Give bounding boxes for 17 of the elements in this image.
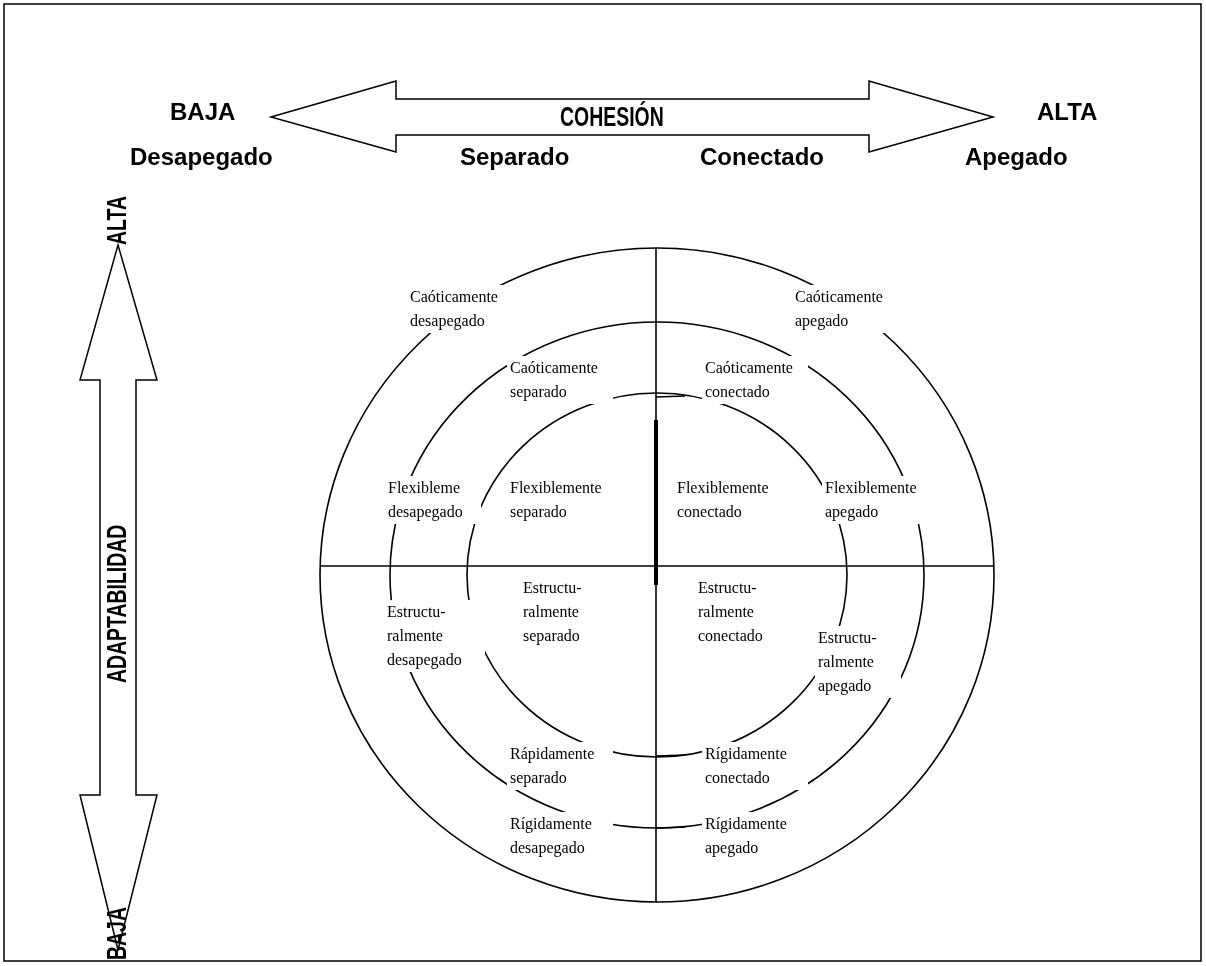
quadrant-type-label: Estructu- ralmente desapegado <box>384 600 485 672</box>
quadrant-type-label: Flexibleme desapegado <box>385 476 481 524</box>
axis-title: BAJA <box>104 907 131 960</box>
quadrant-type-label: Rígidamente conectado <box>702 742 808 790</box>
axis-level-label: BAJA <box>170 100 236 124</box>
axis-level-label: Apegado <box>965 145 1068 169</box>
axis-level-label: ALTA <box>1037 100 1098 124</box>
axis-level-label: Separado <box>460 145 570 169</box>
quadrant-type-label: Caóticamente conectado <box>702 356 808 404</box>
axis-level-label: Conectado <box>700 145 824 169</box>
quadrant-type-label: Rígidamente desapegado <box>507 812 613 860</box>
quadrant-type-label: Caóticamente separado <box>507 356 613 404</box>
axis-level-label: Desapegado <box>130 145 273 169</box>
axis-title: ALTA <box>104 196 131 245</box>
axis-title: ADAPTABILIDAD <box>104 524 131 683</box>
quadrant-type-label: Estructu- ralmente apegado <box>815 626 901 698</box>
quadrant-type-label: Rápidamente separado <box>507 742 613 790</box>
